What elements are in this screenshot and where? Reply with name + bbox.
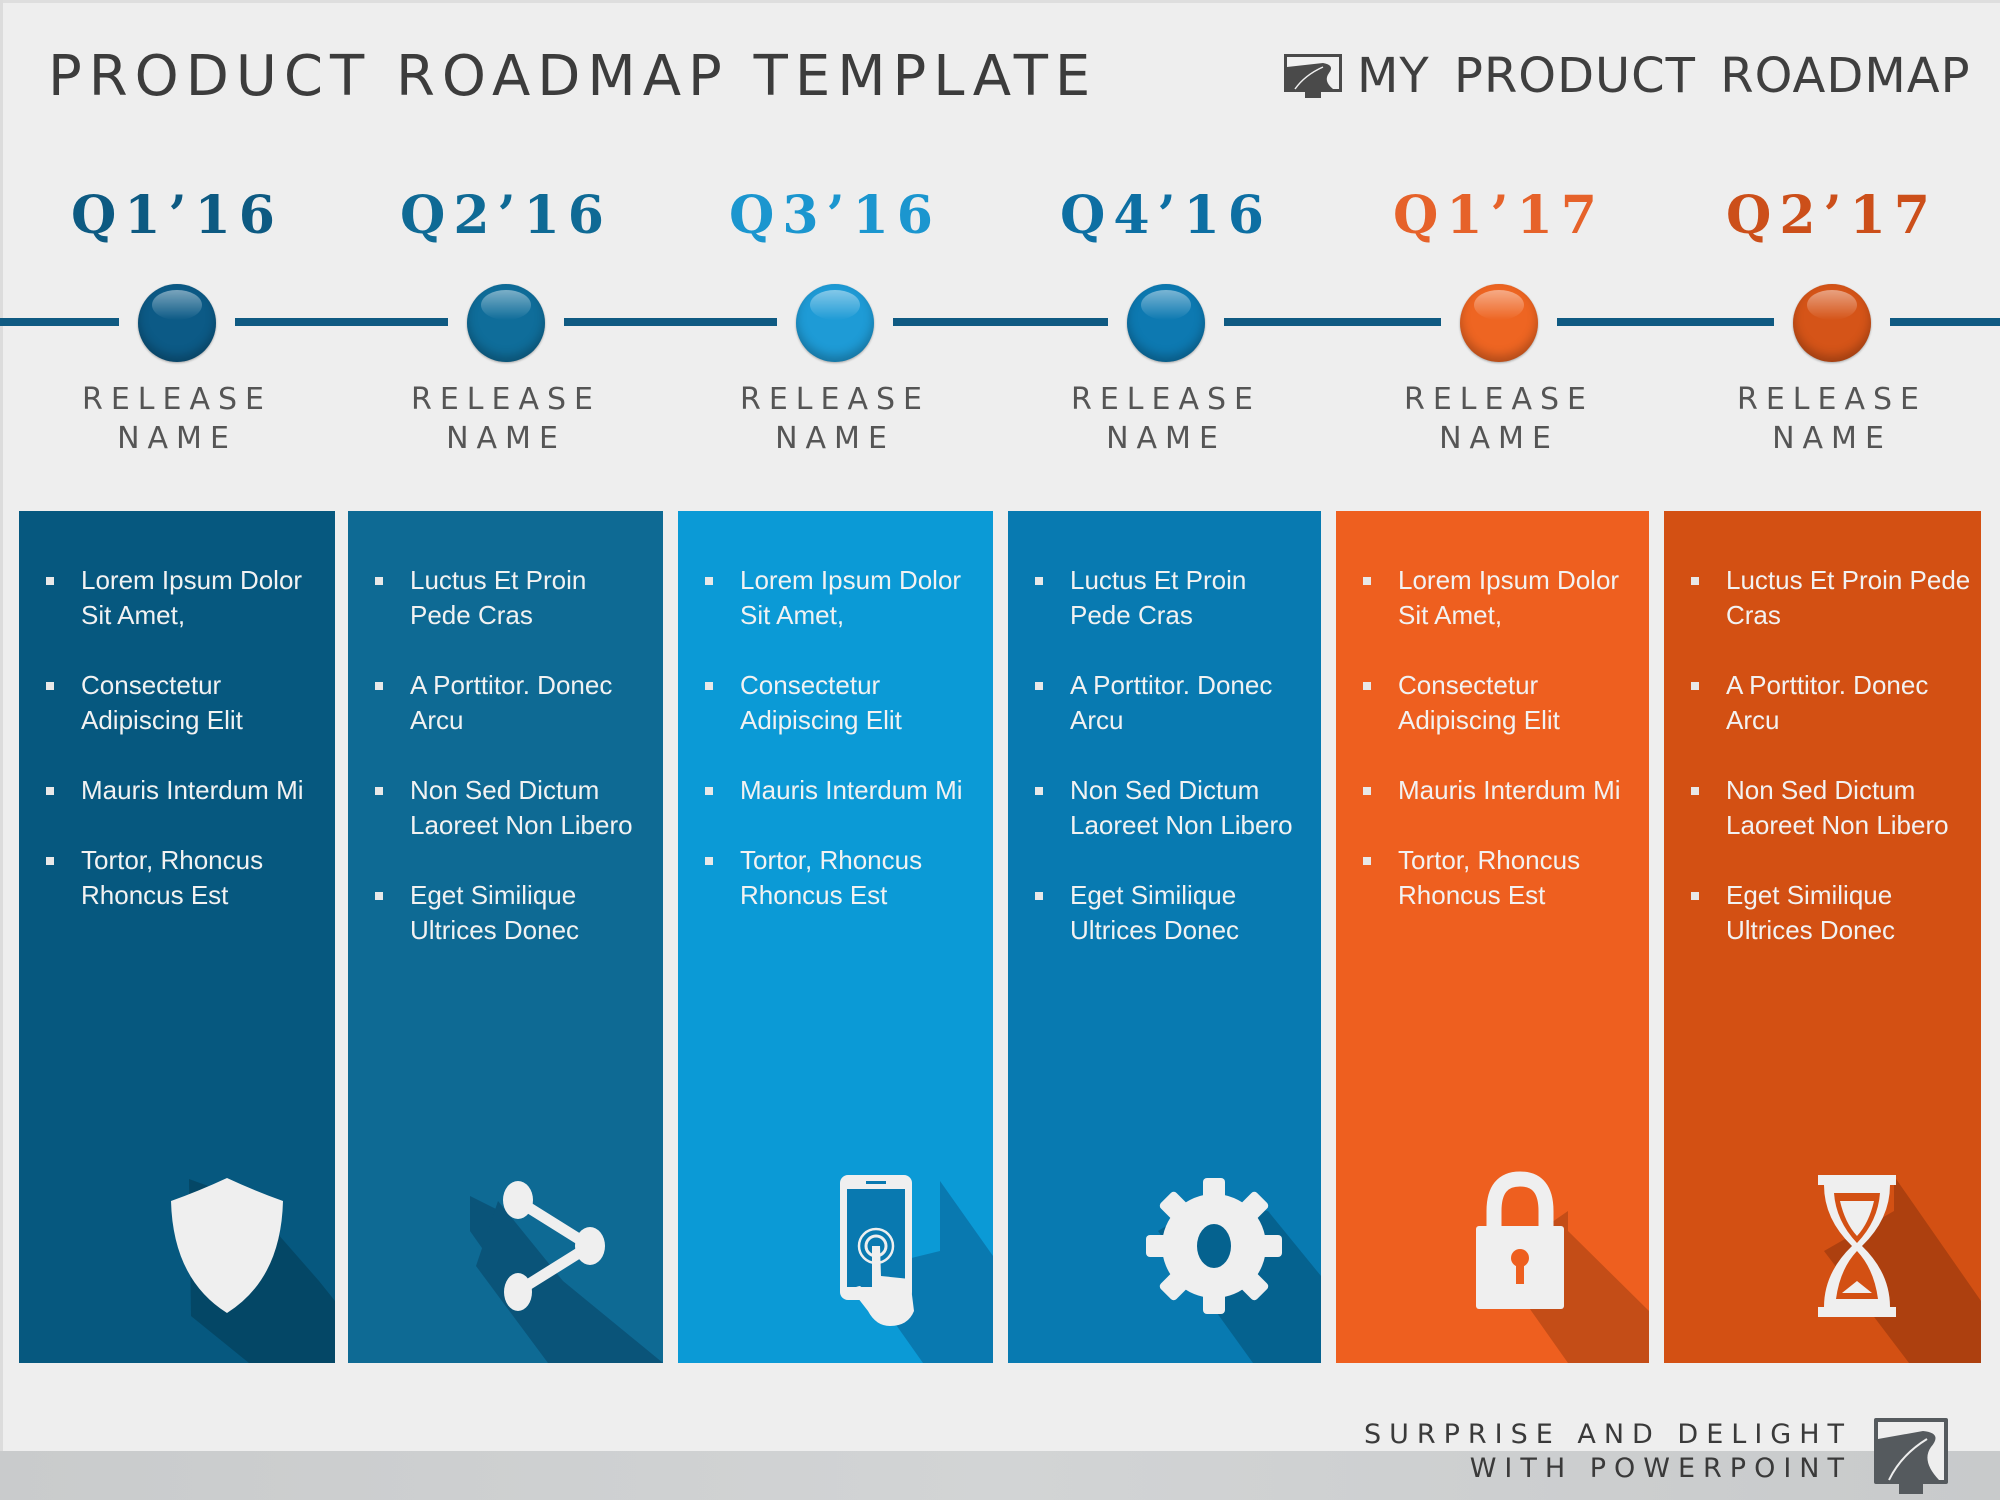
release-line-1: RELEASE <box>1071 382 1261 417</box>
release-name: RELEASE NAME <box>341 380 671 458</box>
feature-item: Non Sed Dictum Laoreet Non Libero <box>1008 773 1321 843</box>
quarter-label: Q3’16 <box>729 185 941 246</box>
feature-item: Mauris Interdum Mi <box>1336 773 1649 808</box>
column-q2-16: Luctus Et Proin Pede Cras A Porttitor. D… <box>348 511 663 1363</box>
road-monitor-logo-icon <box>1874 1418 1948 1494</box>
feature-item: Lorem Ipsum Dolor Sit Amet, <box>19 563 335 633</box>
feature-item: A Porttitor. Donec Arcu <box>1008 668 1321 738</box>
milestone-node[interactable] <box>1127 284 1205 362</box>
feature-list: Lorem Ipsum Dolor Sit Amet, Consectetur … <box>678 563 993 948</box>
frame-top-edge <box>0 0 2000 3</box>
column-q4-16: Luctus Et Proin Pede Cras A Porttitor. D… <box>1008 511 1321 1363</box>
milestone-node[interactable] <box>1460 284 1538 362</box>
quarter-label: Q1’16 <box>71 185 283 246</box>
page-title: PRODUCT ROADMAP TEMPLATE <box>48 44 1098 109</box>
feature-item: Lorem Ipsum Dolor Sit Amet, <box>1336 563 1649 633</box>
road-monitor-logo-icon <box>1284 54 1342 98</box>
release-line-2: NAME <box>117 421 237 456</box>
feature-item: Luctus Et Proin Pede Cras <box>1008 563 1321 633</box>
column-q1-16: Lorem Ipsum Dolor Sit Amet, Consectetur … <box>19 511 335 1363</box>
brand-name: MY PRODUCT ROADMAP <box>1357 48 1971 104</box>
frame-left-edge <box>0 0 3 1500</box>
milestone-node[interactable] <box>138 284 216 362</box>
release-name: RELEASE NAME <box>1667 380 1997 458</box>
release-name: RELEASE NAME <box>1001 380 1331 458</box>
feature-item: Consectetur Adipiscing Elit <box>19 668 335 738</box>
release-line-2: NAME <box>1772 421 1892 456</box>
timeline-line <box>0 318 2000 326</box>
column-q2-17: Luctus Et Proin Pede Cras A Porttitor. D… <box>1664 511 1981 1363</box>
column-q1-17: Lorem Ipsum Dolor Sit Amet, Consectetur … <box>1336 511 1649 1363</box>
milestone-q2-17: Q2’17 RELEASE NAME <box>1667 180 1997 456</box>
quarter-label: Q2’17 <box>1726 185 1938 246</box>
quarter-label: Q1’17 <box>1393 185 1605 246</box>
milestone-q1-17: Q1’17 RELEASE NAME <box>1334 180 1664 456</box>
milestone-q1-16: Q1’16 RELEASE NAME <box>12 180 342 456</box>
feature-item: Tortor, Rhoncus Rhoncus Est <box>19 843 335 913</box>
feature-item: Consectetur Adipiscing Elit <box>1336 668 1649 738</box>
release-line-1: RELEASE <box>740 382 930 417</box>
feature-item: Tortor, Rhoncus Rhoncus Est <box>678 843 993 913</box>
feature-list: Lorem Ipsum Dolor Sit Amet, Consectetur … <box>1336 563 1649 948</box>
milestone-q3-16: Q3’16 RELEASE NAME <box>670 180 1000 456</box>
release-line-1: RELEASE <box>1404 382 1594 417</box>
feature-item: Lorem Ipsum Dolor Sit Amet, <box>678 563 993 633</box>
feature-item: Non Sed Dictum Laoreet Non Libero <box>1664 773 1981 843</box>
milestone-node[interactable] <box>796 284 874 362</box>
brand: MY PRODUCT ROADMAP <box>1283 48 1971 104</box>
release-line-1: RELEASE <box>82 382 272 417</box>
release-name: RELEASE NAME <box>670 380 1000 458</box>
feature-item: A Porttitor. Donec Arcu <box>1664 668 1981 738</box>
feature-item: Luctus Et Proin Pede Cras <box>348 563 663 633</box>
feature-item: Consectetur Adipiscing Elit <box>678 668 993 738</box>
feature-item: Mauris Interdum Mi <box>19 773 335 808</box>
tagline-line-2: WITH POWERPOINT <box>1469 1453 1852 1484</box>
milestone-q4-16: Q4’16 RELEASE NAME <box>1001 180 1331 456</box>
milestone-q2-16: Q2’16 RELEASE NAME <box>341 180 671 456</box>
tagline-line-1: SURPRISE AND DELIGHT <box>1363 1419 1852 1450</box>
release-line-2: NAME <box>775 421 895 456</box>
feature-item: Mauris Interdum Mi <box>678 773 993 808</box>
feature-item: Non Sed Dictum Laoreet Non Libero <box>348 773 663 843</box>
feature-list: Luctus Et Proin Pede Cras A Porttitor. D… <box>1664 563 1981 983</box>
release-line-1: RELEASE <box>411 382 601 417</box>
feature-item: Luctus Et Proin Pede Cras <box>1664 563 1981 633</box>
feature-item: Eget Similique Ultrices Donec <box>348 878 663 948</box>
quarter-label: Q2’16 <box>400 185 612 246</box>
feature-list: Luctus Et Proin Pede Cras A Porttitor. D… <box>1008 563 1321 983</box>
footer-band <box>0 1451 2000 1500</box>
feature-item: A Porttitor. Donec Arcu <box>348 668 663 738</box>
quarter-label: Q4’16 <box>1060 185 1272 246</box>
feature-item: Tortor, Rhoncus Rhoncus Est <box>1336 843 1649 913</box>
release-line-2: NAME <box>446 421 566 456</box>
feature-list: Luctus Et Proin Pede Cras A Porttitor. D… <box>348 563 663 983</box>
release-line-2: NAME <box>1106 421 1226 456</box>
feature-item: Eget Similique Ultrices Donec <box>1008 878 1321 948</box>
milestone-node[interactable] <box>467 284 545 362</box>
release-line-1: RELEASE <box>1737 382 1927 417</box>
release-line-2: NAME <box>1439 421 1559 456</box>
feature-list: Lorem Ipsum Dolor Sit Amet, Consectetur … <box>19 563 335 948</box>
feature-item: Eget Similique Ultrices Donec <box>1664 878 1981 948</box>
column-q3-16: Lorem Ipsum Dolor Sit Amet, Consectetur … <box>678 511 993 1363</box>
milestone-node[interactable] <box>1793 284 1871 362</box>
release-name: RELEASE NAME <box>1334 380 1664 458</box>
tagline: SURPRISE AND DELIGHT WITH POWERPOINT <box>1364 1418 1852 1486</box>
release-name: RELEASE NAME <box>12 380 342 458</box>
